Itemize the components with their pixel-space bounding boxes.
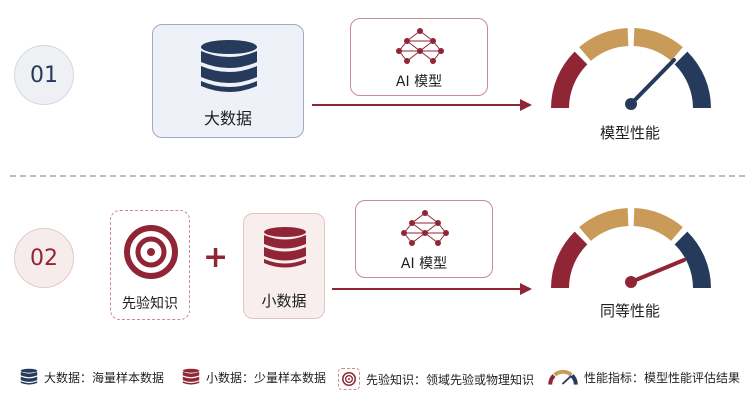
legend-target-box (338, 368, 360, 390)
model-performance-label: 模型性能 (599, 124, 660, 142)
legend-item-small-data: 小数据：少量样本数据 (182, 368, 326, 386)
plus-sign: + (203, 240, 229, 275)
database-icon (182, 368, 200, 385)
gauge-icon (551, 28, 711, 110)
small-data-label: 小数据 (261, 292, 307, 310)
legend-item-big-data: 大数据：海量样本数据 (20, 368, 164, 386)
big-data-card: 大数据 (152, 24, 304, 138)
legend-item-performance: 性能指标：模型性能评估结果 (548, 368, 740, 386)
prior-knowledge-card: 先验知识 (110, 210, 190, 320)
gauge-icon (551, 208, 711, 289)
legend-text: 小数据：少量样本数据 (206, 370, 327, 385)
database-icon (201, 40, 257, 92)
target-icon (124, 225, 178, 279)
ai-model-label: AI 模型 (400, 256, 448, 272)
section-divider (10, 175, 745, 177)
arrow-right-icon (312, 99, 532, 111)
target-icon (342, 372, 356, 386)
step-number-text: 01 (30, 62, 58, 88)
ai-model-card-1: AI 模型 (350, 18, 488, 96)
neural-network-icon (396, 28, 444, 64)
ai-model-card-2: AI 模型 (355, 200, 493, 278)
database-icon (264, 227, 306, 268)
legend-text: 性能指标：模型性能评估结果 (584, 370, 741, 385)
step-number-01: 01 (14, 45, 74, 105)
prior-knowledge-label: 先验知识 (122, 296, 178, 312)
database-icon (20, 368, 38, 385)
big-data-label: 大数据 (203, 109, 252, 128)
legend-text: 大数据：海量样本数据 (44, 370, 165, 385)
gauge-icon (548, 369, 578, 385)
step-number-text: 02 (30, 245, 58, 271)
ai-model-label: AI 模型 (395, 74, 443, 90)
equal-performance-label: 同等性能 (599, 302, 660, 320)
legend-item-prior-knowledge: 先验知识：领域先验或物理知识 (338, 368, 534, 390)
arrow-right-icon (332, 283, 532, 295)
small-data-card: 小数据 (243, 213, 325, 319)
step-number-02: 02 (14, 228, 74, 288)
legend-text: 先验知识：领域先验或物理知识 (366, 372, 535, 387)
neural-network-icon (401, 210, 449, 246)
